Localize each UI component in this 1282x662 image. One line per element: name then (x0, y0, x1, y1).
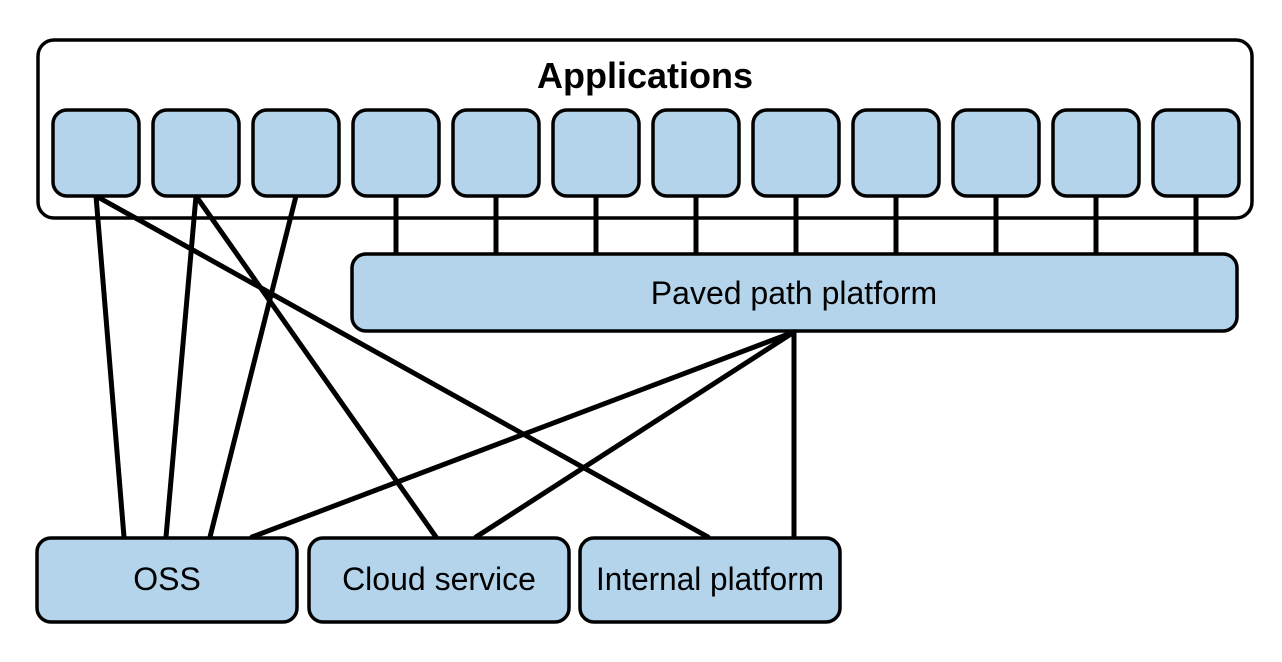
app-box-4[interactable] (351, 108, 441, 198)
link-app3-oss (207, 193, 299, 540)
app-box-5[interactable] (451, 108, 541, 198)
application-boxes (51, 108, 1241, 198)
oss-box[interactable] (35, 536, 299, 624)
paved-path-platform-label: Paved path platform (651, 275, 937, 311)
app-box-12[interactable] (1151, 108, 1241, 198)
connection-lines (93, 193, 1199, 540)
internal-platform-label: Internal platform (596, 561, 824, 597)
oss-label: OSS (133, 561, 201, 597)
app-box-6[interactable] (551, 108, 641, 198)
app-box-1[interactable] (51, 108, 141, 198)
applications-title: Applications (537, 55, 753, 96)
link-app1-oss (93, 193, 127, 540)
app-connectors (393, 193, 1199, 259)
link-app2-oss (163, 193, 199, 540)
app-box-7[interactable] (651, 108, 741, 198)
app-box-11[interactable] (1051, 108, 1141, 198)
app-box-3[interactable] (251, 108, 341, 198)
app-box-2[interactable] (151, 108, 241, 198)
applications-container (36, 38, 1254, 220)
cloud-service-box[interactable] (307, 536, 571, 624)
app-box-9[interactable] (851, 108, 941, 198)
app-box-8[interactable] (751, 108, 841, 198)
app-box-10[interactable] (951, 108, 1041, 198)
link-paved-cloud (473, 329, 797, 540)
paved-path-platform-box[interactable] (350, 252, 1239, 333)
link-paved-oss (249, 329, 797, 540)
internal-platform-box[interactable] (578, 536, 842, 624)
cloud-service-label: Cloud service (342, 561, 536, 597)
link-app1-internal (93, 193, 711, 540)
